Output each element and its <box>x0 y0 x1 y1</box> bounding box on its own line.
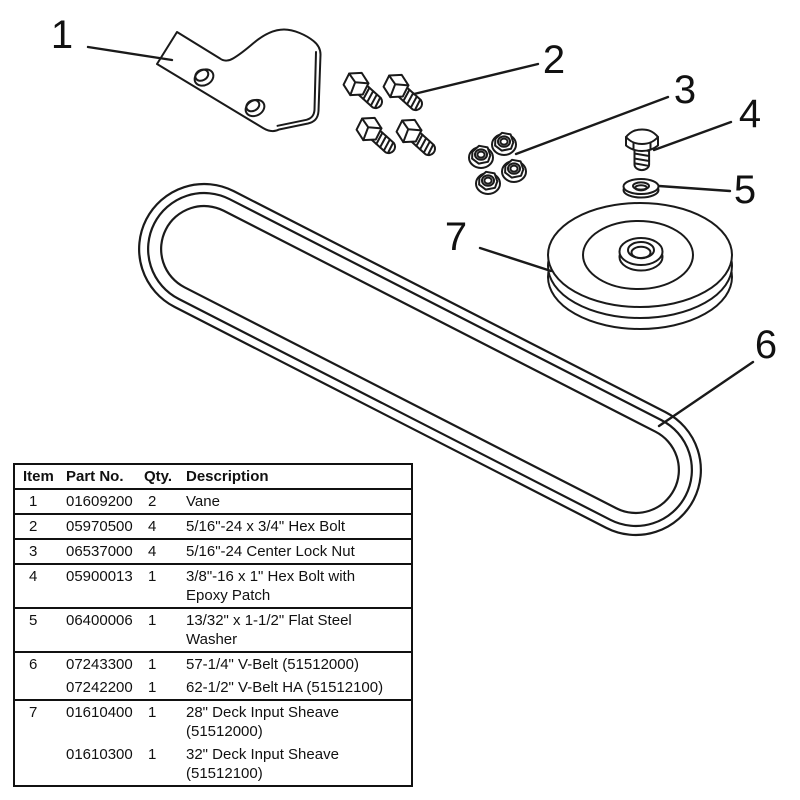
callout-2: 2 <box>543 38 565 82</box>
leader-line-6 <box>657 360 755 428</box>
cell-item: 6 <box>29 656 38 673</box>
cell-part: 01610400 <box>66 704 133 721</box>
leader-line-2 <box>412 62 540 96</box>
parts-table-header-row: Item Part No. Qty. Description <box>14 464 412 489</box>
callout-3: 3 <box>674 68 696 112</box>
table-row: 2 05970500 4 5/16"-24 x 3/4" Hex Bolt <box>14 514 412 539</box>
leader-line-3 <box>514 95 670 156</box>
lock-nuts-part <box>468 131 527 195</box>
cell-part: 01610300 <box>66 746 133 763</box>
callout-1: 1 <box>51 13 73 57</box>
cell-desc: Vane <box>186 493 220 510</box>
cell-desc: 28" Deck Input Sheave (51512000) <box>186 704 339 740</box>
table-row: 4 05900013 1 3/8"-16 x 1" Hex Bolt with … <box>14 564 412 608</box>
callout-6: 6 <box>755 323 777 367</box>
cell-qty: 4 <box>148 518 157 535</box>
callout-4: 4 <box>739 92 761 136</box>
cell-item: 7 <box>29 704 38 721</box>
table-row: 01610300 1 32" Deck Input Sheave (515121… <box>14 743 412 786</box>
header-qty: Qty. <box>144 468 173 485</box>
washer-part <box>622 178 660 199</box>
cell-desc: 5/16"-24 Center Lock Nut <box>186 543 355 560</box>
cell-qty: 2 <box>148 493 157 510</box>
header-item: Item <box>23 468 54 485</box>
table-row: 6 07243300 1 57-1/4" V-Belt (51512000) <box>14 652 412 676</box>
cell-part: 05900013 <box>66 568 133 585</box>
cell-part: 07242200 <box>66 679 133 696</box>
vane-hole <box>244 98 266 118</box>
cell-qty: 1 <box>148 704 157 721</box>
header-description: Description <box>186 468 269 485</box>
leader-line-4 <box>652 120 733 152</box>
cell-qty: 1 <box>148 656 157 673</box>
callout-7: 7 <box>445 215 467 259</box>
table-row: 3 06537000 4 5/16"-24 Center Lock Nut <box>14 539 412 564</box>
table-row: 5 06400006 1 13/32" x 1-1/2" Flat Steel … <box>14 608 412 652</box>
cell-item <box>14 743 58 786</box>
cell-part: 06400006 <box>66 612 133 629</box>
cell-item: 3 <box>29 543 38 560</box>
cell-qty: 1 <box>148 568 157 585</box>
cell-desc: 57-1/4" V-Belt (51512000) <box>186 656 359 673</box>
cell-item: 4 <box>29 568 38 585</box>
cell-qty: 1 <box>148 746 157 763</box>
cell-desc: 5/16"-24 x 3/4" Hex Bolt <box>186 518 346 535</box>
cell-part: 06537000 <box>66 543 133 560</box>
cell-qty: 1 <box>148 679 157 696</box>
cell-qty: 1 <box>148 612 157 629</box>
hex-bolt-epoxy-part <box>625 128 659 172</box>
table-row: 07242200 1 62-1/2" V-Belt HA (51512100) <box>14 676 412 700</box>
cell-qty: 4 <box>148 543 157 560</box>
hex-bolts-part <box>337 65 443 163</box>
cell-item: 5 <box>29 612 38 629</box>
callout-5: 5 <box>734 168 756 212</box>
table-row: 1 01609200 2 Vane <box>14 489 412 514</box>
cell-item <box>14 676 58 700</box>
vane-hole <box>193 68 215 87</box>
cell-desc: 13/32" x 1-1/2" Flat Steel Washer <box>186 612 352 648</box>
leader-line-1 <box>86 45 174 62</box>
leader-line-5 <box>657 184 732 193</box>
sheave-part <box>547 202 733 330</box>
cell-part: 07243300 <box>66 656 133 673</box>
cell-part: 05970500 <box>66 518 133 535</box>
cell-item: 2 <box>29 518 38 535</box>
parts-table: Item Part No. Qty. Description 1 0160920… <box>13 463 413 787</box>
cell-desc: 3/8"-16 x 1" Hex Bolt with Epoxy Patch <box>186 568 356 604</box>
cell-desc: 62-1/2" V-Belt HA (51512100) <box>186 679 384 696</box>
table-row: 7 01610400 1 28" Deck Input Sheave (5151… <box>14 700 412 743</box>
header-part-no: Part No. <box>66 468 124 485</box>
v-belt-part <box>138 182 702 537</box>
cell-desc: 32" Deck Input Sheave (51512100) <box>186 746 339 782</box>
cell-part: 01609200 <box>66 493 133 510</box>
vane-part <box>156 28 322 133</box>
leader-line-7 <box>478 246 553 273</box>
cell-item: 1 <box>29 493 38 510</box>
